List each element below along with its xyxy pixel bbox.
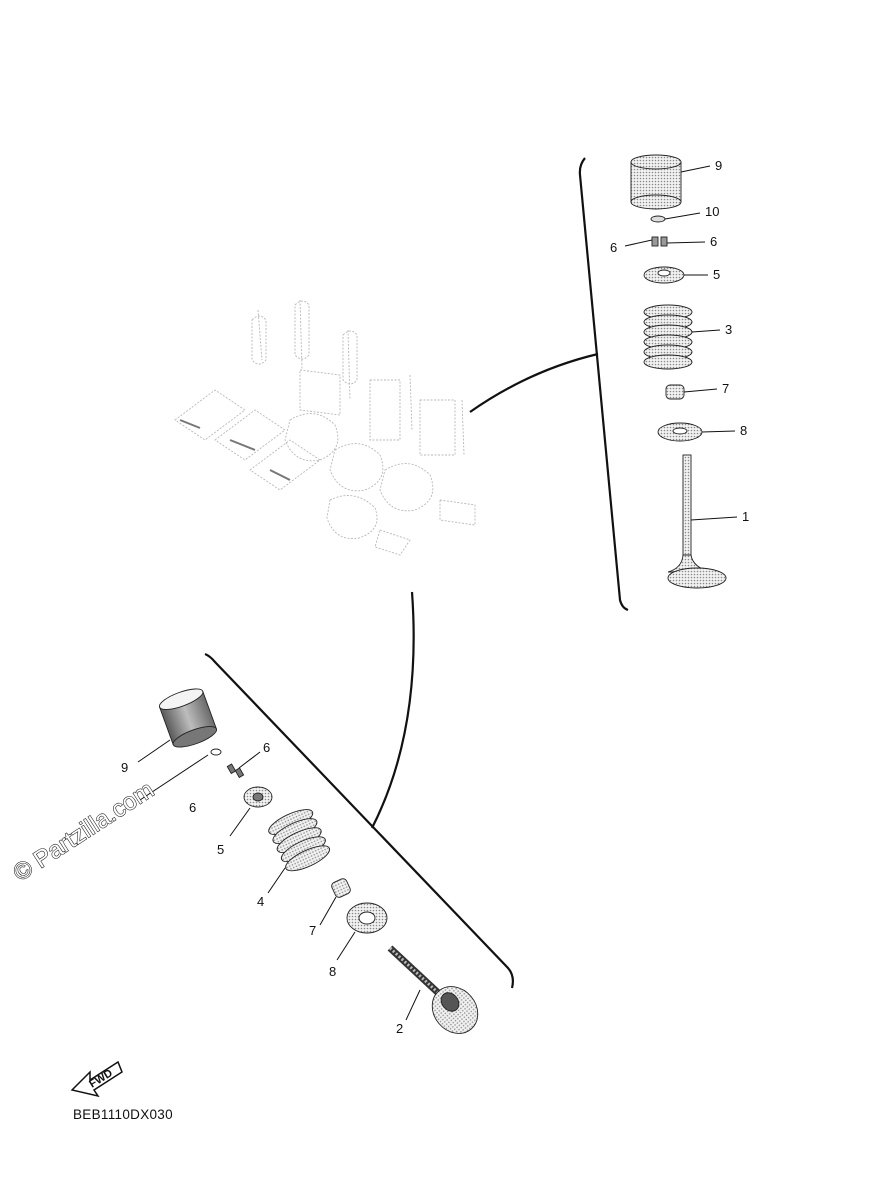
callout-in-7: 7 — [309, 923, 316, 938]
exhaust-valve — [667, 454, 727, 589]
valve-lifter-exhaust — [630, 154, 682, 210]
connector-to-exhaust-group — [469, 352, 599, 413]
callout-ex-6b: 6 — [710, 234, 717, 249]
callout-in-6a: 6 — [189, 800, 196, 815]
callout-ex-7: 7 — [722, 381, 729, 396]
callout-ex-1: 1 — [742, 509, 749, 524]
drawing-code: BEB1110DX030 — [73, 1107, 173, 1122]
intake-valve — [387, 945, 479, 1034]
callout-ex-3: 3 — [725, 322, 732, 337]
valve-lifter-intake — [158, 688, 218, 748]
callout-in-4: 4 — [257, 894, 264, 909]
partzilla-watermark: © Partzilla.com — [9, 776, 159, 887]
intake-valve-parts — [158, 688, 479, 1034]
cylinder-head-ghost — [174, 299, 476, 556]
connector-to-intake-group — [371, 591, 415, 829]
valve-spring-intake — [268, 809, 331, 872]
stem-seal-exhaust — [665, 384, 685, 400]
exhaust-callouts: 9 10 6 6 5 3 7 8 1 — [610, 158, 749, 524]
intake-callouts: 9 6 6 5 4 7 8 2 — [121, 740, 403, 1036]
spring-seat-intake — [346, 902, 388, 934]
spring-retainer-intake — [243, 786, 273, 808]
callout-ex-5: 5 — [713, 267, 720, 282]
callout-in-2: 2 — [396, 1021, 403, 1036]
spring-retainer-exhaust — [643, 266, 685, 284]
exhaust-leader-lines — [624, 165, 738, 521]
callout-in-6b: 6 — [263, 740, 270, 755]
callout-in-5: 5 — [217, 842, 224, 857]
callout-ex-9: 9 — [715, 158, 722, 173]
valve-spring-exhaust — [643, 304, 693, 370]
exhaust-group-frame — [578, 157, 629, 612]
valve-cotter-exhaust-b — [660, 236, 668, 247]
callout-ex-8: 8 — [740, 423, 747, 438]
callout-ex-6a: 6 — [610, 240, 617, 255]
valve-cotter-intake-a — [226, 763, 237, 775]
spring-seat-exhaust — [657, 422, 703, 442]
valve-pad-exhaust — [650, 215, 666, 223]
callout-ex-10: 10 — [705, 204, 719, 219]
callout-in-9: 9 — [121, 760, 128, 775]
fwd-arrow-icon: FWD — [70, 1060, 123, 1098]
intake-leader-lines — [137, 739, 421, 1021]
valve-cotter-exhaust-a — [651, 236, 659, 247]
stem-seal-intake — [331, 878, 351, 898]
callout-in-8: 8 — [329, 964, 336, 979]
valve-cotter-intake-b — [234, 767, 245, 779]
intake-group-frame — [204, 652, 514, 989]
exhaust-valve-parts — [630, 154, 727, 589]
valve-pad-intake — [210, 748, 222, 756]
